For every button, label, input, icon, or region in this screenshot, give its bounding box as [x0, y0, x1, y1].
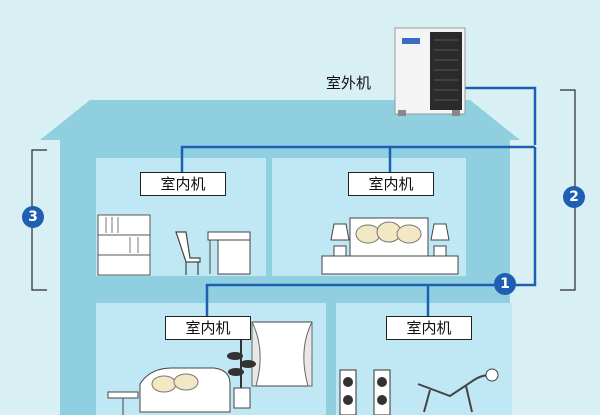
indoor-unit-label-study: 室内机 [140, 172, 226, 196]
outdoor-unit-icon [394, 27, 466, 116]
lounge-chair-icon [417, 368, 499, 413]
refrigerant-pipes [180, 86, 537, 316]
marker-1: 1 [494, 273, 516, 295]
desk-icon [207, 231, 251, 275]
chair-icon [175, 231, 201, 275]
side-table-icon [107, 391, 139, 415]
indoor-unit-label-lounge: 室内机 [386, 316, 472, 340]
indoor-unit-label-bedroom: 室内机 [348, 172, 434, 196]
bookshelf-icon [97, 214, 151, 276]
indoor-unit-label-living: 室内机 [165, 316, 251, 340]
window-curtain-icon [251, 321, 313, 387]
marker-3: 3 [22, 206, 44, 228]
bed-icon [321, 217, 459, 275]
plant-icon [227, 340, 256, 409]
outdoor-unit-label: 室外机 [326, 74, 372, 92]
sofa-icon [139, 367, 231, 413]
marker-2: 2 [563, 186, 585, 208]
lamp-icon [330, 223, 450, 241]
speaker-icon [339, 369, 391, 415]
